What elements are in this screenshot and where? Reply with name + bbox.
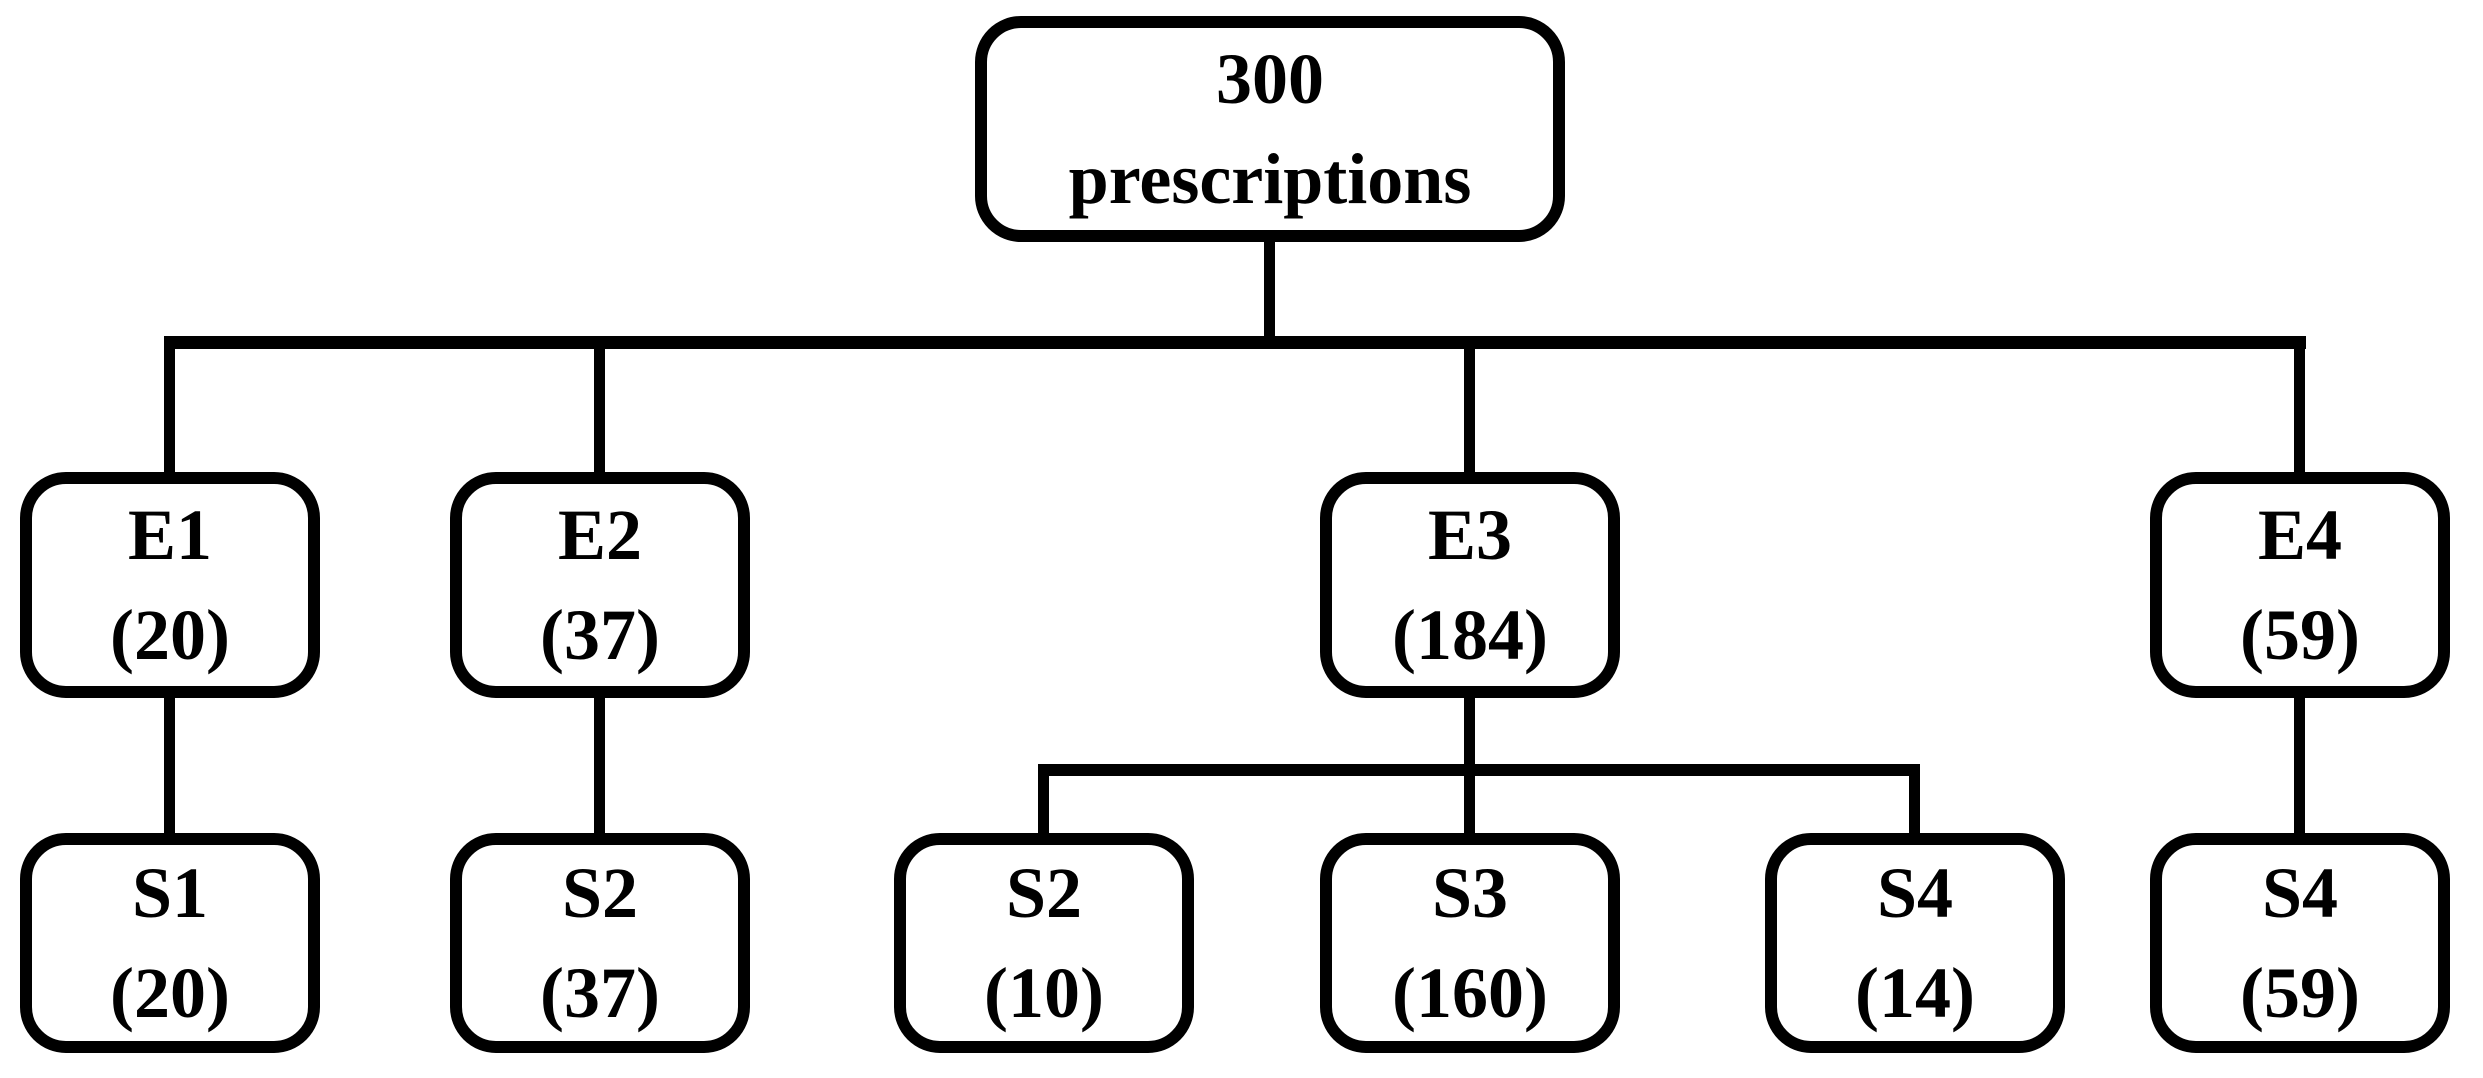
- node-label: S2: [1005, 853, 1083, 933]
- node-s1: S1 (20): [20, 833, 320, 1053]
- node-count: (59): [2240, 953, 2360, 1033]
- node-s4b: S4 (59): [2150, 833, 2450, 1053]
- connector-main-horizontal: [164, 336, 2306, 349]
- connector-drop-s2b: [1038, 774, 1049, 834]
- connector-e1-s1: [164, 696, 175, 834]
- connector-drop-e4: [2294, 347, 2305, 473]
- node-label: E1: [127, 495, 213, 575]
- node-count: (14): [1855, 953, 1975, 1033]
- node-root-line1: 300: [1216, 39, 1324, 119]
- node-count: (59): [2240, 595, 2360, 675]
- node-count: (20): [110, 953, 230, 1033]
- node-count: (160): [1392, 953, 1548, 1033]
- node-root-line2: prescriptions: [1068, 139, 1472, 219]
- node-count: (20): [110, 595, 230, 675]
- node-e4: E4 (59): [2150, 472, 2450, 698]
- node-label: S1: [131, 853, 209, 933]
- node-label: E4: [2257, 495, 2343, 575]
- node-root: 300 prescriptions: [975, 16, 1565, 242]
- node-s2: S2 (37): [450, 833, 750, 1053]
- node-e2: E2 (37): [450, 472, 750, 698]
- connector-drop-e3: [1464, 347, 1475, 473]
- node-e3: E3 (184): [1320, 472, 1620, 698]
- node-label: S4: [1876, 853, 1954, 933]
- node-label: E3: [1427, 495, 1513, 575]
- connector-e3-horizontal: [1038, 764, 1920, 776]
- node-label: S3: [1431, 853, 1509, 933]
- node-s4a: S4 (14): [1765, 833, 2065, 1053]
- node-count: (10): [984, 953, 1104, 1033]
- node-count: (37): [540, 595, 660, 675]
- connector-e4-s4b: [2294, 696, 2305, 834]
- connector-drop-e1: [164, 347, 175, 473]
- node-label: E2: [557, 495, 643, 575]
- connector-e3-stub: [1464, 696, 1475, 768]
- connector-root-stub: [1264, 240, 1275, 338]
- node-e1: E1 (20): [20, 472, 320, 698]
- connector-drop-e2: [594, 347, 605, 473]
- connector-drop-s3: [1464, 774, 1475, 834]
- node-count: (37): [540, 953, 660, 1033]
- node-label: S2: [561, 853, 639, 933]
- connector-e2-s2: [594, 696, 605, 834]
- node-s3: S3 (160): [1320, 833, 1620, 1053]
- node-s2b: S2 (10): [894, 833, 1194, 1053]
- connector-drop-s4a: [1909, 774, 1920, 834]
- node-count: (184): [1392, 595, 1548, 675]
- node-label: S4: [2261, 853, 2339, 933]
